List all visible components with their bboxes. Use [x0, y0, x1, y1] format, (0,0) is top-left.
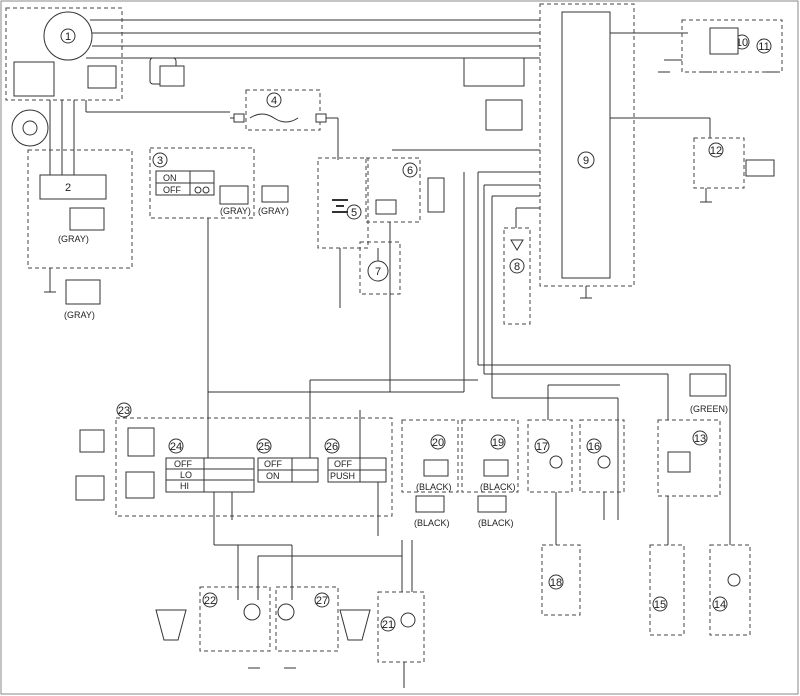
cdi-unit-group: 9 — [539, 3, 635, 287]
magneto-group: 1 — [5, 7, 123, 101]
component-15-label: 15 — [654, 599, 666, 611]
component-1-label: 1 — [65, 31, 71, 43]
switch-18-group: 18 — [541, 544, 581, 616]
component-21-group: 21 — [377, 591, 425, 663]
component-12-label: 12 — [710, 145, 722, 157]
connector-color-black-a: (BLACK) — [416, 482, 452, 492]
light-switch-on-label: ON — [266, 471, 280, 481]
component-18-label: 18 — [550, 577, 562, 589]
lamp-group: 17 16 — [527, 419, 625, 493]
component-7-label: 7 — [375, 266, 381, 278]
diode-8-group: 8 — [503, 227, 531, 325]
indicator-group: 15 14 — [649, 544, 751, 636]
connector-color-gray-a: (GRAY) — [58, 234, 89, 244]
connector-color-black-d: (BLACK) — [478, 518, 514, 528]
turn-switch-group: 20 (BLACK) 19 (BLACK) (BLACK) (BLACK) — [401, 419, 519, 528]
connector-color-gray-d: (GRAY) — [258, 206, 289, 216]
component-3-label: 3 — [157, 155, 163, 167]
battery-group: 5 — [317, 157, 369, 249]
connector-color-gray-c: (GRAY) — [220, 206, 251, 216]
component-21-label: 21 — [382, 619, 394, 631]
light-switch-off-label: OFF — [264, 459, 282, 469]
main-switch-group: 3 ON OFF (GRAY) — [149, 147, 255, 219]
dimmer-lo-label: LO — [180, 470, 192, 480]
connector-color-black-c: (BLACK) — [414, 518, 450, 528]
headlight-group: 22 27 — [155, 586, 371, 652]
component-26-label: 26 — [326, 441, 338, 453]
handlebar-switch-group: 23 24 OFF LO HI 25 OFF ON 26 OFF PUSH — [75, 402, 393, 517]
component-14-label: 14 — [714, 599, 726, 611]
component-6-label: 6 — [407, 165, 413, 177]
horn-switch-push-label: PUSH — [330, 471, 355, 481]
fuse-group: 4 — [233, 89, 327, 131]
component-24-label: 24 — [170, 441, 182, 453]
main-switch-on-label: ON — [163, 173, 177, 183]
component-4-label: 4 — [271, 95, 277, 107]
component-2-label: 2 — [65, 182, 71, 194]
component-22-label: 22 — [204, 595, 216, 607]
component-5-label: 5 — [351, 207, 357, 219]
component-9-label: 9 — [583, 155, 589, 167]
component-10-label: 10 — [736, 37, 748, 49]
horn-switch-off-label: OFF — [334, 459, 352, 469]
component-11-label: 11 — [758, 41, 769, 53]
rectifier-group: 2 (GRAY) — [27, 149, 133, 269]
dimmer-off-label: OFF — [174, 459, 192, 469]
neutral-switch-group: 12 — [693, 137, 775, 189]
connector-color-green: (GREEN) — [690, 404, 728, 414]
component-13-label: 13 — [694, 433, 706, 445]
component-20-label: 20 — [432, 437, 444, 449]
component-25-label: 25 — [258, 441, 270, 453]
component-23-label: 23 — [118, 405, 130, 417]
component-17-label: 17 — [536, 441, 548, 453]
ignition-coil-group: 10 11 — [681, 19, 783, 73]
main-switch-off-label: OFF — [163, 185, 181, 195]
component-16-label: 16 — [588, 441, 600, 453]
starter-relay-group: 6 — [365, 157, 445, 223]
component-27-label: 27 — [316, 595, 328, 607]
component-19-label: 19 — [492, 437, 504, 449]
component-8-label: 8 — [514, 261, 520, 273]
connector-color-black-b: (BLACK) — [480, 482, 516, 492]
dimmer-hi-label: HI — [180, 481, 189, 491]
relay-13-group: 13 — [657, 419, 721, 497]
connector-color-gray-b: (GRAY) — [64, 310, 95, 320]
